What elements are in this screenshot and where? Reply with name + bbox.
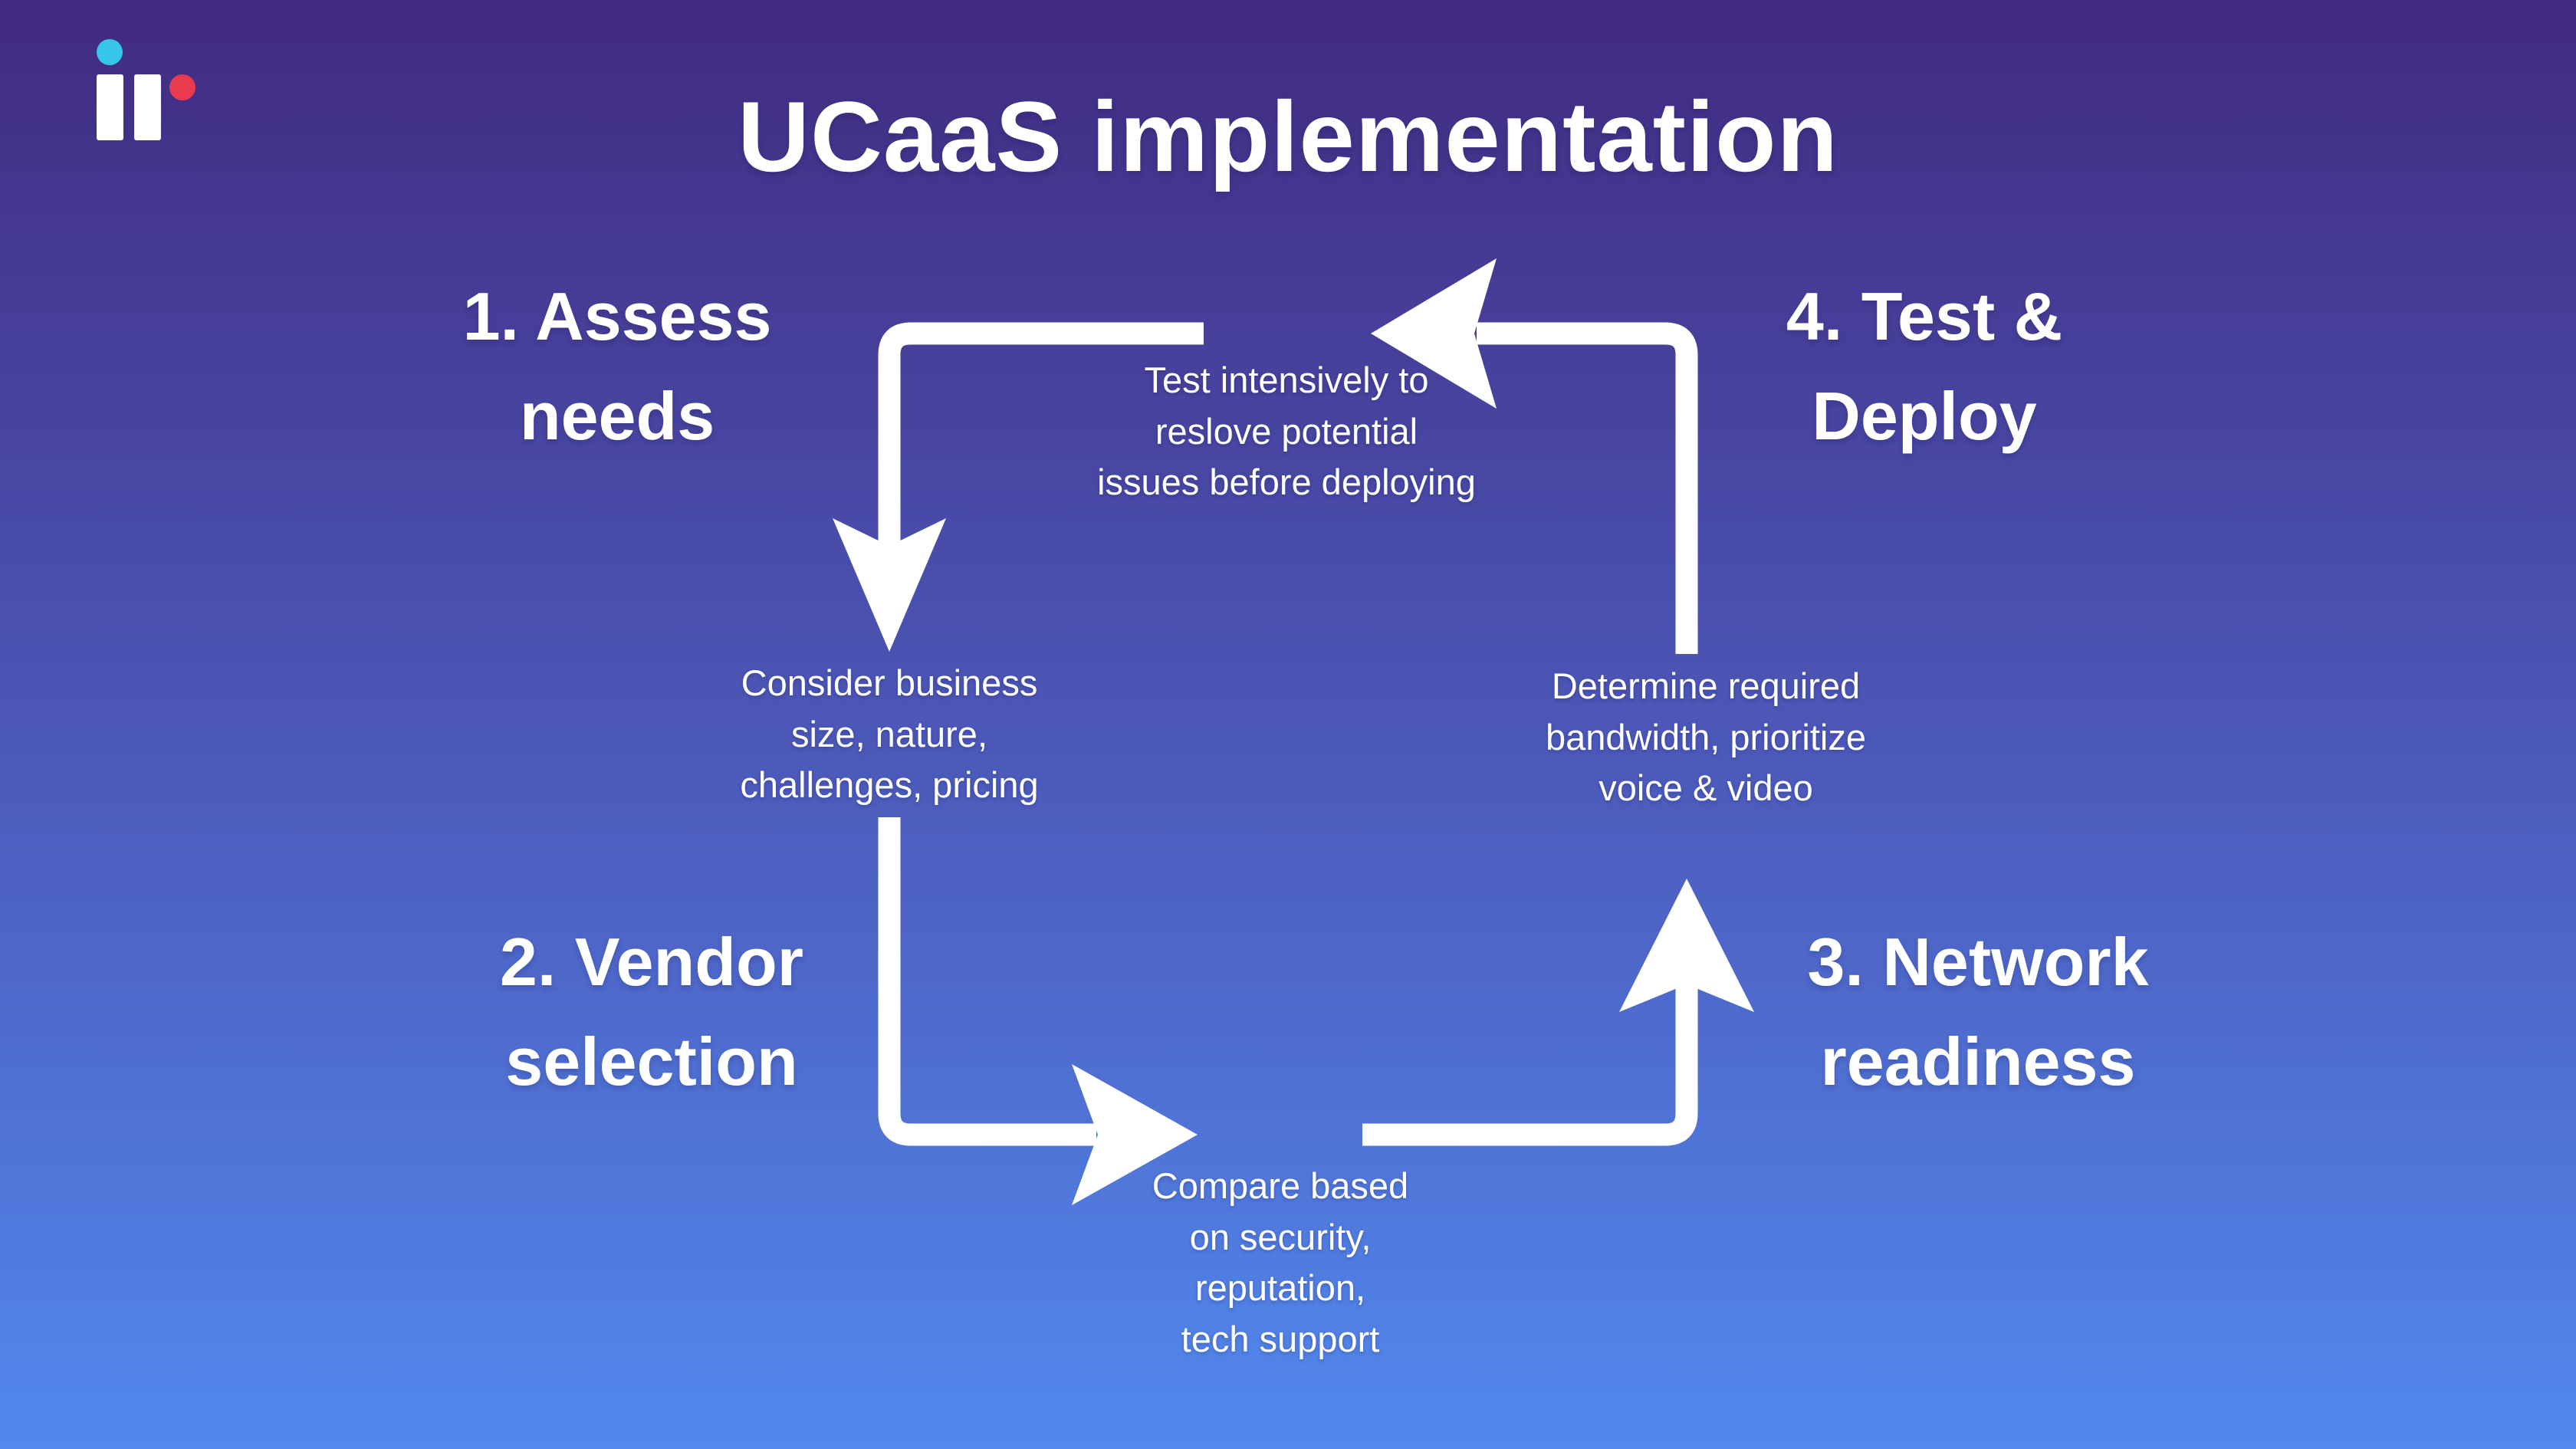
step-label-test-deploy: 4. Test & Deploy — [1786, 278, 2063, 455]
step-label-vendor-selection: 2. Vendor selection — [499, 924, 804, 1100]
note-consider-business: Consider business size, nature, challeng… — [740, 662, 1039, 806]
right-arrowhead-icon — [1072, 1064, 1198, 1205]
up-arrowhead-icon — [1619, 879, 1754, 1012]
logo-red-dot-icon — [169, 74, 196, 100]
down-arrowhead-icon — [833, 518, 946, 652]
note-determine-bandwidth: Determine required bandwidth, prioritize… — [1546, 665, 1866, 809]
step-label-network-readiness: 3. Network readiness — [1807, 924, 2149, 1100]
logo-bar-r-icon — [134, 74, 161, 140]
note-test-intensively: Test intensively to reslove potential is… — [1097, 360, 1476, 503]
logo-bar-i-icon — [97, 74, 123, 140]
cycle-segment-bottom-right — [1362, 984, 1698, 1146]
ir-brand-logo-icon — [90, 34, 221, 146]
logo-cyan-dot-icon — [97, 39, 123, 65]
cycle-segment-top-left — [878, 322, 1204, 546]
page-title: UCaaS implementation — [738, 80, 1838, 192]
cycle-segment-top-right — [1477, 322, 1698, 654]
note-compare-based: Compare based on security, reputation, t… — [1152, 1165, 1409, 1360]
step-label-assess-needs: 1. Assess needs — [462, 278, 772, 455]
cycle-segment-bottom-left — [878, 817, 1096, 1146]
left-arrowhead-icon — [1371, 258, 1497, 409]
